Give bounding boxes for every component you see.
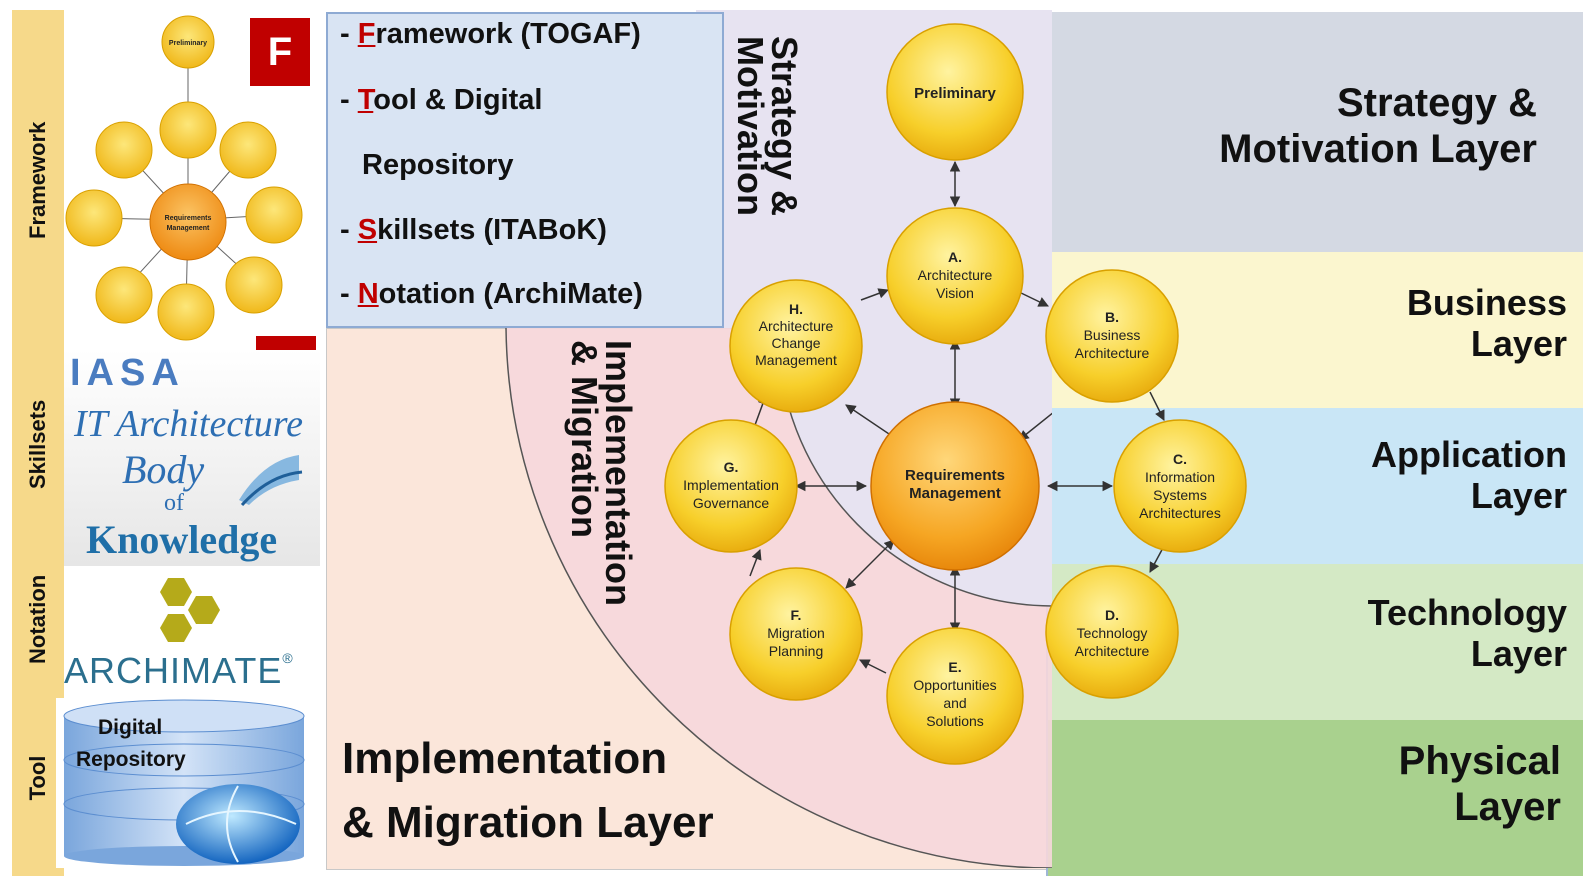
svg-text:Architecture: Architecture [918, 267, 993, 283]
itabok-line3: of [164, 490, 184, 516]
legend-item-tool: - Tool & Digital [340, 84, 543, 116]
svg-text:Management: Management [167, 225, 210, 232]
itabok-line2: Body [122, 447, 205, 492]
node-business-architecture [1045, 269, 1179, 403]
svg-text:Change: Change [771, 335, 820, 351]
layer-technology-line1: Technology [1367, 592, 1567, 633]
svg-text:Preliminary: Preliminary [169, 40, 207, 47]
svg-text:A.: A. [948, 249, 962, 265]
svg-text:Governance: Governance [693, 495, 769, 511]
node-architecture-change-management [729, 279, 863, 413]
sidebar-label-framework: Framework [25, 121, 50, 239]
sidebar-label-tool: Tool [25, 755, 50, 801]
database-icon [63, 699, 305, 866]
svg-text:G.: G. [724, 459, 739, 475]
archimate-logo: ARCHIMATE® [64, 568, 320, 694]
legend-item-skillsets: - Skillsets (ITABoK) [340, 214, 607, 246]
implementation-migration-label-1: Implementation [598, 340, 639, 606]
svg-text:E.: E. [948, 659, 961, 675]
svg-text:Opportunities: Opportunities [913, 677, 996, 693]
legend-item-framework: - Framework (TOGAF) [340, 18, 641, 50]
svg-text:Architectures: Architectures [1139, 505, 1221, 521]
svg-text:Architecture: Architecture [759, 318, 834, 334]
svg-text:and: and [943, 695, 966, 711]
svg-text:Information: Information [1145, 469, 1215, 485]
repository-line2: Repository [76, 748, 186, 771]
layer-application-line1: Application [1371, 434, 1567, 475]
fstn-legend: - Framework (TOGAF) - Tool & Digital Rep… [326, 12, 724, 328]
layer-application: Application Layer [1046, 408, 1583, 564]
layer-physical-line1: Physical [1398, 739, 1561, 783]
layer-strategy-line2: Motivation Layer [1219, 127, 1537, 171]
svg-text:Management: Management [909, 485, 1001, 502]
layer-physical: Physical Layer [1046, 720, 1583, 876]
itabok-line1: IT Architecture [74, 403, 304, 445]
svg-text:C.: C. [1173, 451, 1187, 467]
svg-text:Business: Business [1084, 327, 1141, 343]
svg-text:Migration: Migration [767, 625, 825, 641]
togaf-adm-right-nodes: B. Business Architecture C. Information … [1045, 269, 1247, 699]
layer-application-line2: Layer [1470, 475, 1567, 517]
node-requirements-management [870, 401, 1040, 571]
layer-strategy-line1: Strategy & [1336, 81, 1537, 125]
layer-physical-line2: Layer [1454, 785, 1561, 829]
svg-text:Requirements: Requirements [905, 467, 1005, 484]
badge-f: F [250, 18, 310, 86]
svg-text:Implementation: Implementation [683, 477, 779, 493]
digital-repository: Digital Repository [56, 698, 320, 868]
iasa-letters: IASA [70, 352, 185, 394]
sidebar-label-skillsets: Skillsets [25, 399, 50, 489]
book-icon [239, 455, 303, 507]
sidebar-label-notation: Notation [25, 574, 50, 664]
node-information-systems-architectures [1113, 419, 1247, 553]
implementation-migration-layer-line1: Implementation [342, 734, 668, 783]
svg-text:Management: Management [755, 352, 837, 368]
itabok-line4: Knowledge [86, 517, 278, 562]
node-migration-planning [729, 567, 863, 701]
svg-text:Preliminary: Preliminary [914, 85, 996, 102]
svg-text:Architecture: Architecture [1075, 345, 1150, 361]
layer-business-line2: Layer [1470, 323, 1567, 365]
svg-text:Solutions: Solutions [926, 713, 984, 729]
node-architecture-vision [886, 207, 1024, 345]
repository-line1: Digital [98, 716, 163, 739]
svg-text:F.: F. [791, 607, 802, 623]
svg-text:H.: H. [789, 301, 803, 317]
layer-technology-line2: Layer [1470, 633, 1567, 675]
archimate-wordmark: ARCHIMATE® [64, 650, 294, 691]
svg-text:Technology: Technology [1077, 625, 1148, 641]
archimate-hexagon-icon [160, 578, 220, 642]
svg-text:Vision: Vision [936, 285, 974, 301]
legend-item-notation: - Notation (ArchiMate) [340, 278, 643, 310]
svg-text:Requirements: Requirements [165, 215, 212, 222]
svg-text:D.: D. [1105, 607, 1119, 623]
itabok-logo: IASA IT Architecture Body of Knowledge [64, 350, 320, 566]
node-implementation-governance [664, 419, 798, 553]
svg-text:Architecture: Architecture [1075, 643, 1150, 659]
layer-strategy-motivation: Strategy & Motivation Layer [1046, 12, 1583, 252]
node-preliminary [886, 23, 1024, 161]
strategy-motivation-label-2: Motivation [730, 36, 771, 216]
node-technology-architecture [1045, 565, 1179, 699]
sidebar-strip: Framework Skillsets Notation Tool [12, 10, 64, 876]
node-opportunities-and-solutions [886, 627, 1024, 765]
layer-business-line1: Business [1406, 282, 1567, 323]
framework-thumbnail-graphic: Preliminary Requirements Management [65, 15, 303, 341]
strategy-motivation-label-1: Strategy & [764, 36, 805, 216]
svg-text:B.: B. [1105, 309, 1119, 325]
togaf-adm-cycle: Preliminary A. Architecture Vision H. Ar… [505, 10, 1052, 868]
implementation-migration-label-2: & Migration [564, 340, 605, 538]
legend-item-repository: Repository [362, 149, 514, 181]
svg-text:Systems: Systems [1153, 487, 1207, 503]
svg-text:Planning: Planning [769, 643, 824, 659]
implementation-migration-layer-line2: & Migration Layer [342, 798, 714, 847]
